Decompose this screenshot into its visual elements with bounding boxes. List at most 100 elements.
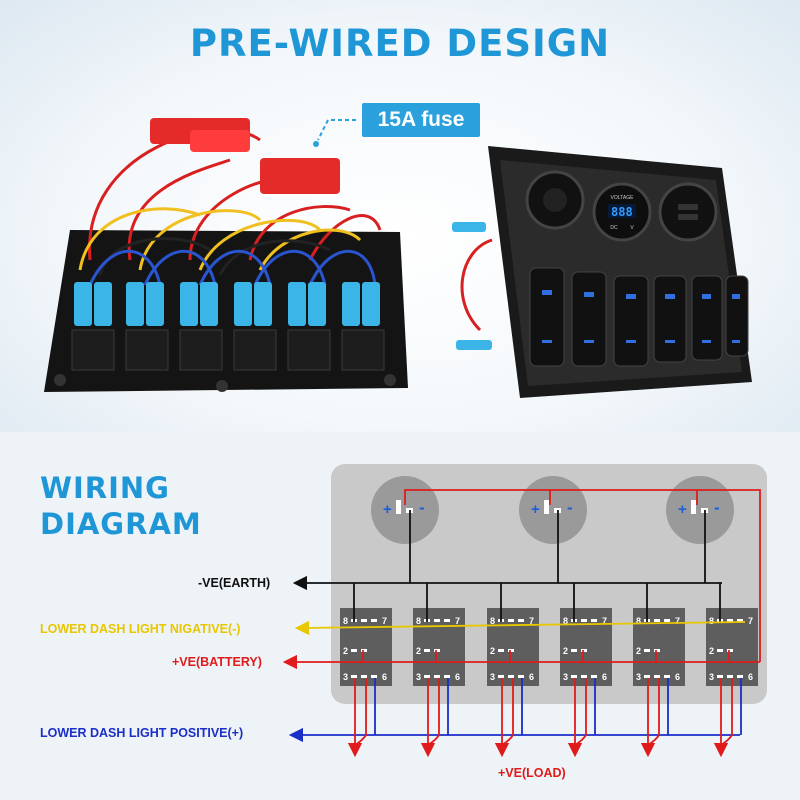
pin-number: 8 <box>636 616 641 626</box>
socket-inner <box>543 188 567 212</box>
pin-terminal <box>361 649 367 652</box>
pin-terminal <box>571 649 577 652</box>
pin-number: 6 <box>529 672 534 682</box>
wire-battery-sockets <box>404 489 761 662</box>
pin-number: 6 <box>382 672 387 682</box>
mount-hole <box>384 374 396 386</box>
socket-2 <box>519 476 587 544</box>
pin-terminal <box>498 649 504 652</box>
socket-usb <box>658 182 718 242</box>
headline: PRE-WIRED DESIGN <box>189 22 611 65</box>
wiring-title-line2: DIAGRAM <box>40 507 202 541</box>
pin-terminal <box>444 619 450 622</box>
wire-load-bridge <box>427 678 440 746</box>
pin-terminal <box>581 619 587 622</box>
pin-terminal <box>434 619 440 622</box>
pin-number: 2 <box>343 646 348 656</box>
pin-terminal <box>508 619 514 622</box>
usb-port <box>678 204 698 210</box>
pin-terminal <box>717 675 723 678</box>
pin-number: 8 <box>416 616 421 626</box>
pin-number: 2 <box>416 646 421 656</box>
socket-plus-sign: + <box>383 501 392 518</box>
side-terminals <box>452 222 492 350</box>
mount-hole <box>216 380 228 392</box>
pin-terminal <box>581 675 587 678</box>
pin-terminal <box>727 619 733 622</box>
fuse-holder <box>190 130 250 152</box>
pin-number: 7 <box>455 616 460 626</box>
pin-number: 7 <box>529 616 534 626</box>
pin-number: 6 <box>675 672 680 682</box>
wire-load-bridge <box>501 678 514 746</box>
pin-number: 8 <box>563 616 568 626</box>
pin-terminal <box>644 675 650 678</box>
pin-terminal <box>654 675 660 678</box>
voltmeter-unit-left: DC <box>610 225 618 231</box>
wire-load-bridge <box>647 678 660 746</box>
rocker-switches <box>529 267 749 367</box>
voltmeter-unit-right: V <box>630 225 634 231</box>
socket-pin <box>544 500 549 514</box>
fuse-callout: 15A fuse <box>362 103 480 137</box>
pin-terminal <box>654 619 660 622</box>
pin-number: 8 <box>490 616 495 626</box>
pin-number: 3 <box>490 672 495 682</box>
usb-port <box>678 214 698 220</box>
voltmeter-title: VOLTAGE <box>611 195 635 201</box>
pin-number: 7 <box>602 616 607 626</box>
label-load: +VE(LOAD) <box>498 766 566 780</box>
pin-terminal <box>571 675 577 678</box>
pin-terminal <box>498 675 504 678</box>
rocker-indicators <box>542 290 740 343</box>
socket-pin <box>691 500 696 514</box>
pin-terminal <box>591 675 597 678</box>
switch-bodies <box>71 329 385 371</box>
panel-photo: 888 VOLTAGE DC V <box>44 118 752 398</box>
pin-terminal <box>737 619 743 622</box>
panel-rear-view <box>44 118 408 392</box>
pin-terminal <box>644 649 650 652</box>
mount-hole <box>54 374 66 386</box>
label-earth: -VE(EARTH) <box>198 576 271 590</box>
side-wires <box>460 238 493 332</box>
socket-plus-sign: + <box>531 501 540 518</box>
pin-number: 6 <box>748 672 753 682</box>
pin-number: 7 <box>748 616 753 626</box>
pin-number: 2 <box>490 646 495 656</box>
pin-number: 3 <box>416 672 421 682</box>
pin-terminal <box>424 649 430 652</box>
socket-group: +-+-+- <box>371 476 734 544</box>
pin-number: 8 <box>709 616 714 626</box>
wire-group <box>282 489 761 758</box>
blue-terminals <box>74 282 380 326</box>
pin-number: 3 <box>636 672 641 682</box>
voltmeter-digits: 888 <box>611 205 633 219</box>
socket-pin <box>396 500 401 514</box>
pin-terminal <box>727 649 733 652</box>
pin-terminal <box>591 619 597 622</box>
voltmeter-screen <box>608 204 636 218</box>
label-battery: +VE(BATTERY) <box>172 655 262 669</box>
socket-1 <box>371 476 439 544</box>
pin-terminal <box>371 675 377 678</box>
wire-load-bridge <box>720 678 733 746</box>
pin-number: 6 <box>602 672 607 682</box>
fuse-callout-line <box>317 119 356 141</box>
pin-terminal <box>434 675 440 678</box>
pin-terminal <box>664 675 670 678</box>
pin-terminal <box>424 675 430 678</box>
pin-number: 3 <box>563 672 568 682</box>
pin-terminal <box>664 619 670 622</box>
pin-terminal <box>518 675 524 678</box>
pin-terminal <box>581 649 587 652</box>
pin-number: 6 <box>455 672 460 682</box>
pin-terminal <box>508 649 514 652</box>
pin-terminal <box>371 619 377 622</box>
wire-load-bridge <box>354 678 367 746</box>
pin-terminal <box>361 619 367 622</box>
wire-harness <box>78 128 382 286</box>
socket-3 <box>666 476 734 544</box>
